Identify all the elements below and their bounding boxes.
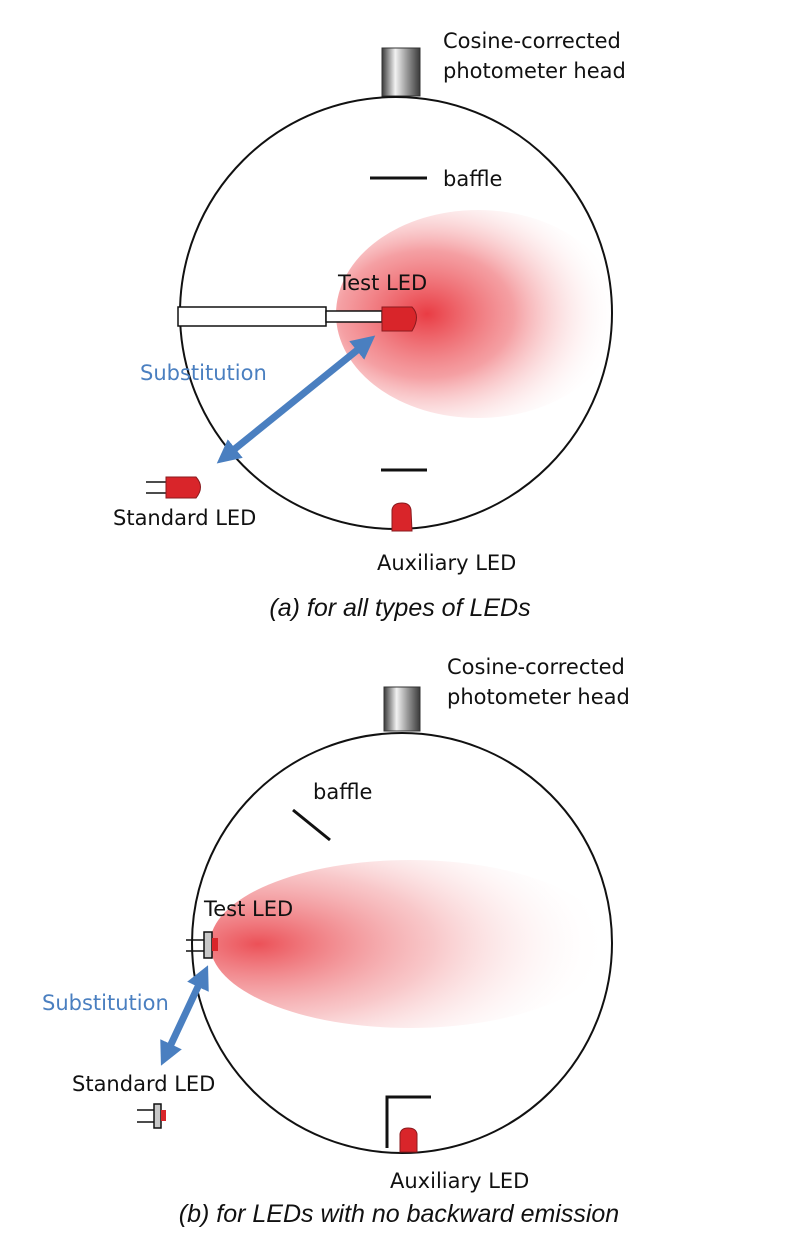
substitution-label: Substitution (42, 991, 169, 1015)
caption-b: (b) for LEDs with no backward emission (179, 1200, 619, 1228)
auxiliary-led-label: Auxiliary LED (377, 551, 516, 575)
substitution-arrow (160, 965, 209, 1066)
auxiliary-led (391, 502, 413, 532)
test-led-label: Test LED (203, 897, 293, 921)
integrating-sphere (191, 732, 613, 1154)
panel-a: Cosine-corrected photometer head baffle … (113, 29, 626, 622)
caption-a: (a) for all types of LEDs (269, 594, 530, 622)
led-holder-neck (325, 310, 383, 323)
auxiliary-led (399, 1127, 418, 1153)
standard-led-label: Standard LED (113, 506, 256, 530)
standard-led (146, 476, 201, 499)
substitution-label: Substitution (140, 361, 267, 385)
photometer-head (383, 686, 421, 732)
photometer-label-line2: photometer head (447, 685, 630, 709)
photometer-label-line2: photometer head (443, 59, 626, 83)
baffle (292, 808, 331, 842)
auxiliary-led-label: Auxiliary LED (390, 1169, 529, 1193)
red-light-emission (336, 210, 620, 418)
test-led (186, 931, 218, 959)
baffle-label: baffle (443, 167, 502, 191)
photometer-label-line1: Cosine-corrected (447, 655, 625, 679)
test-led (381, 306, 417, 332)
photometer-head (381, 47, 421, 97)
baffle-label: baffle (313, 780, 372, 804)
substitution-arrow (216, 335, 376, 464)
red-light-emission (210, 860, 610, 1028)
test-led-label: Test LED (337, 271, 427, 295)
panel-b: Cosine-corrected photometer head baffle … (42, 655, 630, 1228)
led-holder-rod (177, 306, 327, 327)
auxiliary-baffle (385, 1095, 431, 1148)
photometer-label-line1: Cosine-corrected (443, 29, 621, 53)
standard-led (137, 1103, 166, 1129)
standard-led-label: Standard LED (72, 1072, 215, 1096)
